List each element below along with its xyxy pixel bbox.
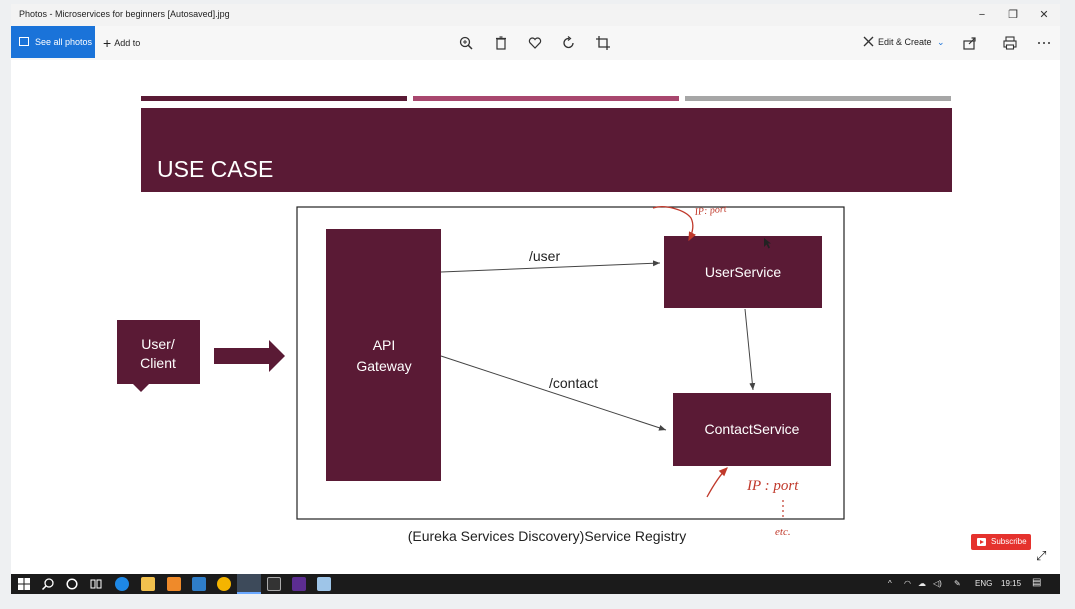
file-explorer-icon[interactable]: [141, 577, 155, 591]
photo-canvas: USE CASE User/ Client API Gateway UserSe…: [11, 60, 1060, 574]
terminal-icon[interactable]: [267, 577, 281, 591]
pen-icon[interactable]: ✎: [954, 579, 961, 588]
annotation-etc: etc.: [775, 526, 791, 538]
edit-create-icon: [863, 36, 874, 47]
api-gateway-label-2: Gateway: [356, 358, 411, 374]
photos-app-icon[interactable]: [237, 574, 261, 594]
search-icon[interactable]: [41, 577, 55, 591]
print-icon[interactable]: [1001, 34, 1019, 52]
delete-icon[interactable]: [492, 34, 510, 52]
user-route-label: /user: [529, 248, 560, 264]
annotation-bottom-text: IP : port: [746, 478, 799, 494]
more-icon[interactable]: [1035, 34, 1053, 52]
client-to-gateway-arrow: [214, 340, 285, 372]
plus-icon: +: [103, 35, 112, 51]
subscribe-label: Subscribe: [991, 537, 1027, 546]
edit-create-button[interactable]: Edit & Create ⌄: [863, 36, 945, 48]
volume-icon[interactable]: ◁): [933, 579, 942, 588]
restore-button[interactable]: ❐: [1008, 9, 1018, 21]
user-service-box: [664, 236, 822, 308]
subscribe-button[interactable]: Subscribe: [971, 534, 1031, 550]
window-title: Photos - Microservices for beginners [Au…: [19, 9, 230, 19]
sublime-icon[interactable]: [167, 577, 181, 591]
expand-icon[interactable]: ⤢: [1036, 548, 1047, 563]
contact-route-label: /contact: [549, 375, 598, 391]
decor-bar-3: [685, 96, 951, 101]
zoom-icon[interactable]: [457, 34, 475, 52]
chevron-down-icon: ⌄: [937, 37, 945, 47]
notifications-icon[interactable]: ▤: [1032, 577, 1042, 588]
wifi-icon[interactable]: ◠: [904, 579, 911, 588]
photos-window: Photos - Microservices for beginners [Au…: [11, 4, 1060, 574]
language-indicator[interactable]: ENG: [975, 579, 993, 588]
mouse-cursor-icon: [764, 238, 771, 249]
cortana-icon[interactable]: [65, 577, 79, 591]
api-gateway-label-1: API: [373, 337, 396, 353]
edge-icon[interactable]: [115, 577, 129, 591]
youtube-play-icon: [977, 538, 986, 546]
decor-bar-1: [141, 96, 407, 101]
chevron-up-icon[interactable]: ^: [888, 579, 892, 588]
registry-caption: (Eureka Services Discovery)Service Regis…: [408, 528, 687, 544]
contact-service-label: ContactService: [705, 421, 800, 437]
user-service-label: UserService: [705, 264, 781, 280]
windows-start-icon[interactable]: [17, 577, 31, 591]
rotate-icon[interactable]: [560, 34, 578, 52]
user-client-box: [117, 320, 200, 384]
user-client-label-2: Client: [140, 355, 176, 371]
title-bar: Photos - Microservices for beginners [Au…: [11, 4, 1060, 26]
contact-route-arrow: [440, 355, 667, 431]
chrome-icon[interactable]: [217, 577, 231, 591]
vscode-icon[interactable]: [192, 577, 206, 591]
user-route-arrow: [440, 260, 661, 273]
share-icon[interactable]: [961, 34, 979, 52]
api-gateway-box: [326, 229, 441, 481]
callout-tail: [133, 384, 149, 392]
user-to-contact-arrow: [744, 308, 756, 391]
slide-title: USE CASE: [157, 156, 273, 182]
clock[interactable]: 19:15: [1001, 579, 1022, 588]
annotation-bottom-arrow: [706, 467, 728, 498]
add-to-button[interactable]: +Add to: [103, 35, 140, 51]
close-button[interactable]: ✕: [1039, 9, 1049, 21]
taskbar: ^ ◠ ☁ ◁) ✎ ENG 19:15 ▤: [11, 574, 1060, 594]
see-all-photos-label: See all photos: [35, 37, 93, 47]
minimize-button[interactable]: −: [978, 9, 986, 21]
add-to-label: Add to: [114, 38, 141, 48]
slide-image: USE CASE User/ Client API Gateway UserSe…: [99, 60, 973, 550]
task-view-icon[interactable]: [89, 577, 103, 591]
favorite-icon[interactable]: [526, 34, 544, 52]
crop-icon[interactable]: [594, 34, 612, 52]
title-banner: [141, 108, 952, 192]
contact-service-box: [673, 393, 831, 466]
decor-bar-2: [413, 96, 679, 101]
cloud-icon[interactable]: ☁: [918, 579, 926, 588]
notepad-icon[interactable]: [317, 577, 331, 591]
annotation-top-text: IP: port: [693, 204, 727, 218]
user-client-label-1: User/: [141, 336, 175, 352]
photos-icon: [19, 37, 29, 46]
edit-create-label: Edit & Create: [878, 37, 932, 47]
visual-studio-icon[interactable]: [292, 577, 306, 591]
see-all-photos-button[interactable]: See all photos: [11, 26, 95, 58]
toolbar: See all photos +Add to: [11, 26, 1060, 60]
annotation-top-arrow: [652, 206, 696, 242]
